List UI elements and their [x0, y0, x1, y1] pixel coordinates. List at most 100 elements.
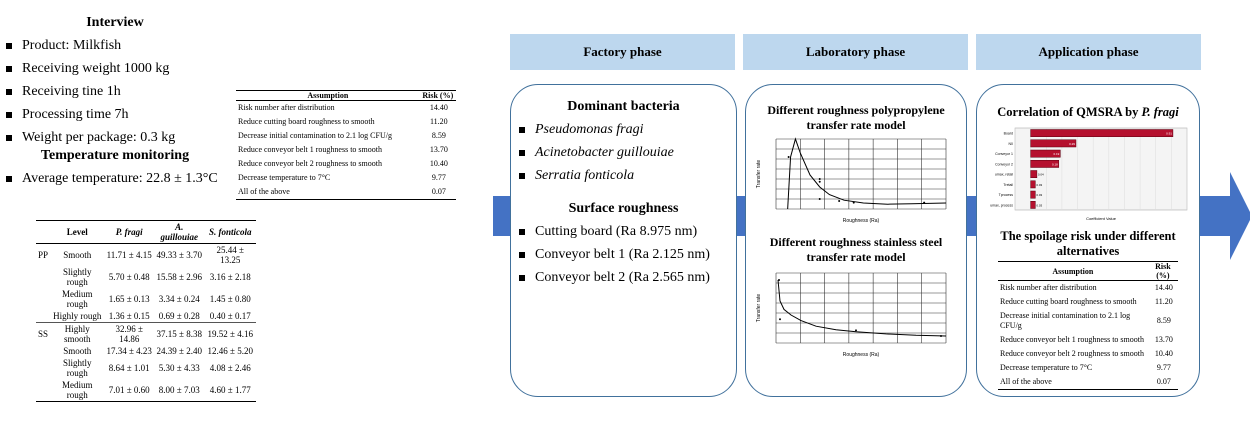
table-cell: Reduce conveyor belt 1 roughness to smoo… [238, 145, 382, 154]
data-label: 0.04 [1038, 173, 1044, 177]
data-point [779, 318, 781, 321]
data-point [778, 279, 780, 281]
column-header: S. fonticola [204, 220, 256, 244]
table-cell: 0.07 [419, 185, 456, 200]
table-cell: 25.44 ± 13.25 [216, 245, 244, 265]
bar [1030, 170, 1038, 178]
table-cell: 17.34 ± 4.23 [106, 346, 152, 356]
table-cell: 4.60 ± 1.77 [204, 379, 256, 402]
table-cell: Slightly rough [62, 267, 92, 287]
table-cell: 5.70 ± 0.48 [108, 272, 150, 282]
y-axis-label: Transfer rate [756, 160, 762, 189]
table-cell: Decrease initial contamination to 2.1 lo… [1000, 311, 1131, 330]
table-cell [36, 288, 50, 310]
table-cell: 0.69 ± 0.28 [158, 311, 200, 321]
table-row: Decrease initial contamination to 2.1 lo… [236, 129, 456, 143]
list-item: Weight per package: 0.3 kg [4, 126, 234, 149]
table-cell: All of the above [236, 185, 420, 200]
table-cell: Decrease initial contamination to 2.1 lo… [238, 131, 392, 140]
arrow-head-icon [1230, 172, 1250, 260]
category-label: Tprocess [999, 193, 1014, 197]
table-row: Reduce conveyor belt 2 roughness to smoo… [236, 157, 456, 171]
list-item: Receiving weight 1000 kg [4, 57, 234, 80]
data-point [818, 198, 821, 200]
category-label: umax, process [990, 203, 1013, 207]
phase-application: Application phase [976, 34, 1201, 70]
list-item: Processing time 7h [4, 103, 234, 126]
data-point [852, 201, 855, 204]
table-cell: Reduce conveyor belt 1 roughness to smoo… [1000, 335, 1144, 344]
ss-transfer-chart: Roughness (Ra)Transfer rate [756, 272, 947, 358]
model-curve [777, 279, 947, 337]
column-header: Assumption [998, 261, 1148, 281]
table-cell: 15.58 ± 2.96 [156, 272, 202, 282]
column-header: A. guillouiae [154, 220, 205, 244]
table-cell: 11.20 [1155, 297, 1173, 306]
bar [1030, 160, 1060, 168]
y-axis-label: Transfer rate [756, 294, 762, 323]
data-label: 0.29 [1069, 142, 1075, 146]
data-label: 0.18 [1052, 162, 1058, 166]
column-header: Risk (%) [1147, 261, 1178, 281]
table-row: Reduce cutting board roughness to smooth… [236, 115, 456, 129]
ss-model-title: Different roughness stainless steel tran… [769, 235, 943, 264]
data-point [787, 156, 790, 158]
plot-area [1014, 127, 1188, 211]
table-row: Reduce cutting board roughness to smooth… [998, 295, 1178, 309]
table-cell: 9.77 [431, 173, 446, 182]
table-cell: 11.20 [429, 117, 448, 126]
table-cell: 8.00 ± 7.03 [154, 379, 205, 402]
temperature-title: Temperature monitoring [40, 148, 190, 163]
data-point [818, 178, 821, 180]
x-axis-label: Roughness (Ra) [843, 218, 880, 224]
table-cell: Reduce cutting board roughness to smooth [238, 117, 375, 126]
table-cell: Decrease temperature to 7°C [238, 173, 331, 182]
table-cell: Reduce conveyor belt 2 roughness to smoo… [1000, 349, 1144, 358]
table-cell: Smooth [63, 250, 92, 260]
table-cell: 7.01 ± 0.60 [104, 379, 155, 402]
data-point [855, 329, 857, 332]
correlation-title: Correlation of QMSRA by P. fragi [977, 105, 1199, 120]
data-label: 0.19 [1054, 152, 1060, 156]
list-item: Product: Milkfish [4, 34, 234, 57]
table-cell: 10.40 [1154, 349, 1173, 358]
table-row: Decrease temperature to 7°C 9.77 [236, 171, 456, 185]
laboratory-panel: Different roughness polypropylene transf… [745, 84, 967, 397]
list-item: Serratia fonticola [517, 164, 736, 187]
interview-title: Interview [86, 15, 144, 30]
column-header: Risk (%) [419, 90, 456, 101]
list-item: Conveyor belt 2 (Ra 2.565 nm) [517, 266, 736, 289]
table-cell: 9.77 [1156, 363, 1171, 372]
dominant-bacteria-title: Dominant bacteria [567, 99, 680, 114]
table-cell: 0.40 ± 0.17 [209, 311, 251, 321]
table-cell: 1.65 ± 0.13 [108, 294, 150, 304]
data-label: 0.03 [1036, 183, 1042, 187]
data-label: 0.91 [1166, 132, 1172, 136]
table-cell: SS [36, 322, 51, 345]
table-cell: 11.71 ± 4.15 [106, 250, 152, 260]
column-header [36, 220, 51, 244]
data-label: 0.03 [1036, 193, 1042, 197]
list-item: Cutting board (Ra 8.975 nm) [517, 220, 736, 243]
table-cell [36, 345, 50, 357]
table-cell: 8.64 ± 1.01 [108, 363, 150, 373]
category-label: umax, retail [995, 173, 1013, 177]
table-cell [36, 357, 50, 379]
pp-model-title: Different roughness polypropylene transf… [767, 103, 945, 132]
roughness-list: Cutting board (Ra 8.975 nm) Conveyor belt… [517, 220, 736, 289]
data-point [923, 201, 926, 204]
list-item: Pseudomonas fragi [517, 118, 736, 141]
spoilage-title: The spoilage risk under different altern… [1000, 229, 1176, 258]
category-label: Tretail [1003, 183, 1013, 187]
table-cell: 0.07 [1147, 375, 1178, 390]
table-cell: 8.59 [431, 131, 446, 140]
table-cell: 1.45 ± 0.80 [209, 294, 251, 304]
